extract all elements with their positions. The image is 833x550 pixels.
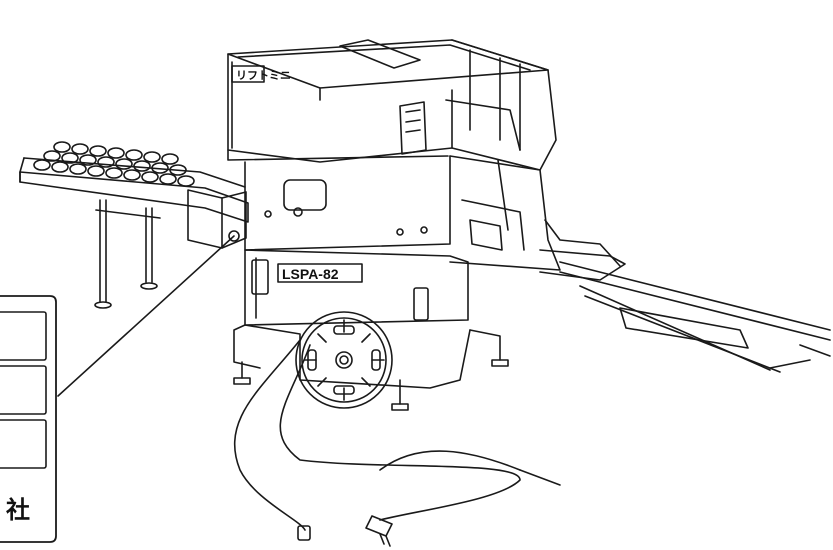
- model-plate-text: LSPA-82: [282, 266, 339, 282]
- callout-box: [0, 295, 57, 543]
- roller-conveyor: [19, 141, 249, 309]
- conveyor-rollers: [33, 141, 195, 187]
- discharge-rails: [539, 219, 831, 373]
- callout-leader: [57, 235, 235, 397]
- brand-plate-text: リフトミニ: [236, 69, 291, 82]
- main-cabinet: [227, 39, 561, 411]
- callout-box-text: 社: [6, 497, 30, 524]
- cord-reel: [295, 311, 393, 409]
- power-cords: [234, 339, 561, 547]
